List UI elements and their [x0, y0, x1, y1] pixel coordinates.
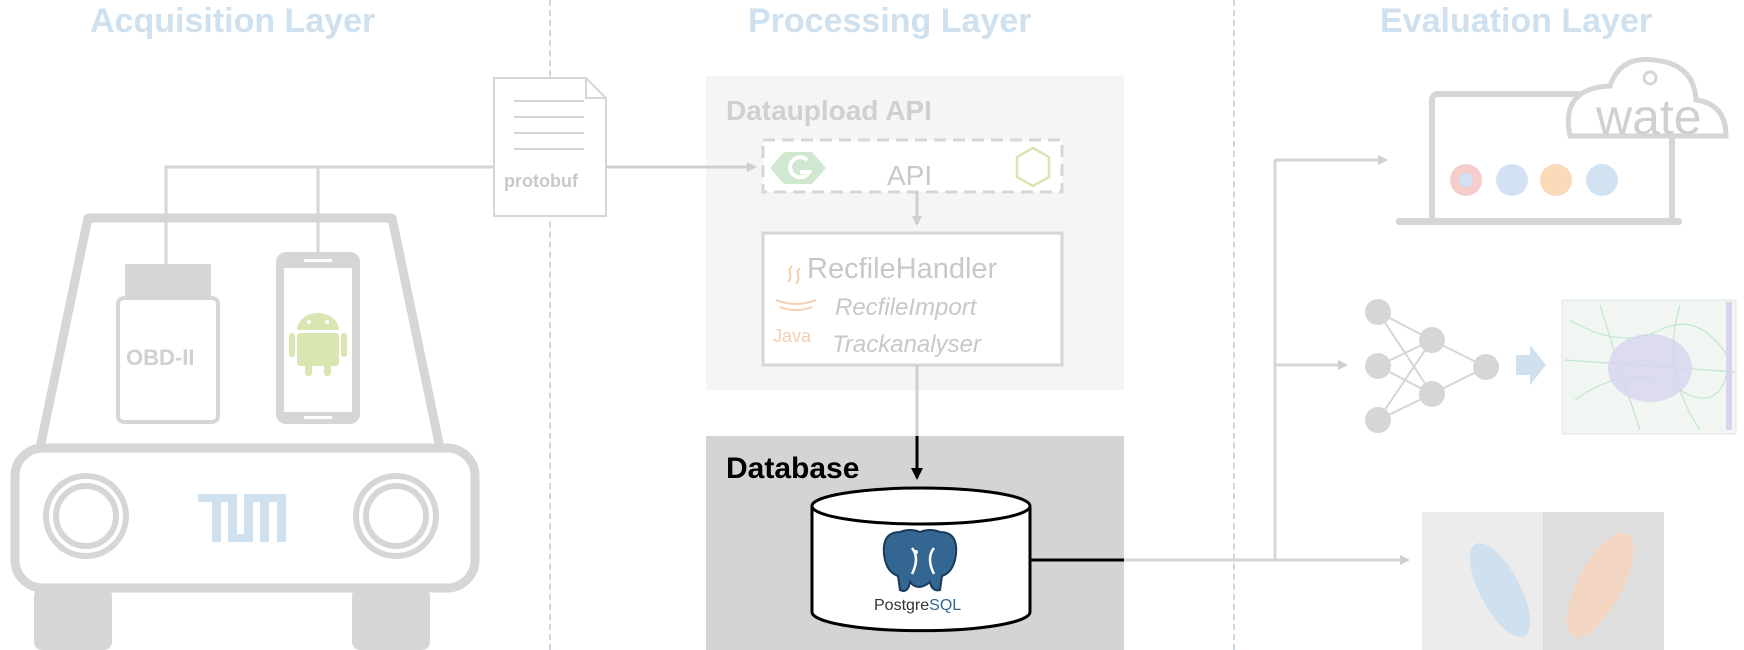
acquisition-layer-title: Acquisition Layer [90, 2, 376, 40]
database-title: Database [726, 452, 860, 485]
separator-left [549, 0, 551, 650]
recfilehandler-box [761, 231, 1064, 367]
java-icon [775, 265, 817, 311]
android-icon [289, 313, 347, 376]
recfile-handler-label: RecfileHandler [807, 253, 998, 285]
device-connectors [164, 165, 495, 264]
wate-cloud-icon [1565, 57, 1729, 139]
gin-icon [770, 152, 826, 184]
upload-api-title: Dataupload API [726, 95, 932, 126]
obd-label: OBD-II [126, 345, 195, 370]
evaluation-branches [1273, 155, 1410, 565]
laptop-icon [1396, 91, 1682, 225]
protobuf-document [493, 77, 607, 217]
postgresql-label-b: SQL [929, 597, 962, 614]
protobuf-label: protobuf [504, 171, 578, 191]
map-thumbnail [1561, 299, 1737, 435]
java-label: Java [773, 326, 812, 346]
api-label: API [887, 160, 933, 191]
car-illustration [10, 213, 480, 650]
smartphone [276, 252, 360, 424]
wate-label: wate [1596, 89, 1702, 145]
postgresql-elephant-icon [882, 529, 958, 592]
neural-network-icon [1365, 299, 1546, 433]
recfile-import-label: RecfileImport [835, 294, 977, 321]
evaluation-layer-title: Evaluation Layer [1380, 2, 1653, 40]
nodejs-icon [1015, 146, 1051, 188]
processing-layer-title: Processing Layer [748, 2, 1032, 40]
obd-device [116, 264, 220, 424]
scatter-thumbnail [1422, 512, 1664, 650]
postgresql-label: PostgreSQL [874, 597, 961, 615]
separator-right [1233, 0, 1235, 650]
tum-logo [198, 494, 286, 542]
postgresql-label-a: Postgre [874, 597, 930, 614]
trackanalyser-label: Trackanalyser [832, 331, 981, 358]
